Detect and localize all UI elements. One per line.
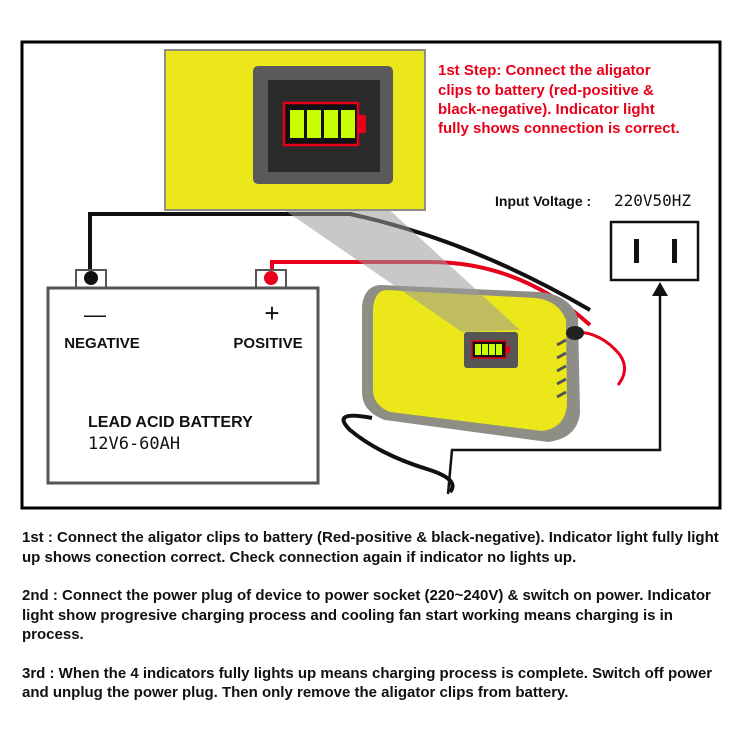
socket-plate	[609, 220, 700, 282]
indicator-bar-2	[307, 110, 321, 138]
wall-socket	[609, 220, 700, 282]
positive-label: POSITIVE	[233, 335, 302, 352]
callout-line-2: clips to battery (red-positive &	[438, 82, 654, 99]
indicator-bar-4	[341, 110, 355, 138]
callout-line-1: 1st Step: Connect the aligator	[438, 62, 651, 79]
battery-body	[46, 286, 320, 485]
negative-label: NEGATIVE	[64, 335, 140, 352]
cable-grommet	[566, 326, 584, 340]
clip-lead	[569, 330, 626, 386]
callout-line-4: fully shows connection is correct.	[438, 120, 680, 137]
battery-title: LEAD ACID BATTERY	[88, 414, 253, 431]
step-2: 2nd : Connect the power plug of device t…	[22, 587, 711, 643]
indicator-bar-1	[290, 110, 304, 138]
power-arrow-icon	[652, 282, 668, 296]
step-3: 3rd : When the 4 indicators fully lights…	[22, 664, 713, 702]
battery: — + NEGATIVE POSITIVE LEAD ACID BATTERY …	[46, 269, 320, 485]
instructions: 1st : Connect the aligator clips to batt…	[22, 528, 728, 722]
indicator-bar-3	[324, 110, 338, 138]
callout: 1st Step: Connect the aligator clips to …	[438, 62, 680, 137]
diagram: — + NEGATIVE POSITIVE LEAD ACID BATTERY …	[20, 40, 722, 510]
positive-terminal	[264, 271, 278, 285]
zoom-cone	[258, 192, 520, 332]
negative-terminal	[84, 271, 98, 285]
step-1: 1st : Connect the aligator clips to batt…	[22, 529, 719, 566]
socket-slot-right	[672, 239, 677, 263]
power-line	[446, 292, 662, 495]
callout-line-3: black-negative). Indicator light	[438, 101, 655, 118]
negative-symbol: —	[84, 302, 106, 327]
charger-vents	[556, 338, 567, 399]
charger	[362, 285, 626, 442]
input-voltage-value: 220V50HZ	[614, 191, 691, 210]
battery-rating: 12V6-60AH	[88, 434, 180, 454]
positive-symbol: +	[264, 298, 279, 328]
input-voltage-label: Input Voltage :	[495, 193, 591, 209]
battery-icon-tip	[358, 115, 366, 133]
socket-slot-left	[634, 239, 639, 263]
indicator-zoom-inset	[164, 49, 426, 211]
